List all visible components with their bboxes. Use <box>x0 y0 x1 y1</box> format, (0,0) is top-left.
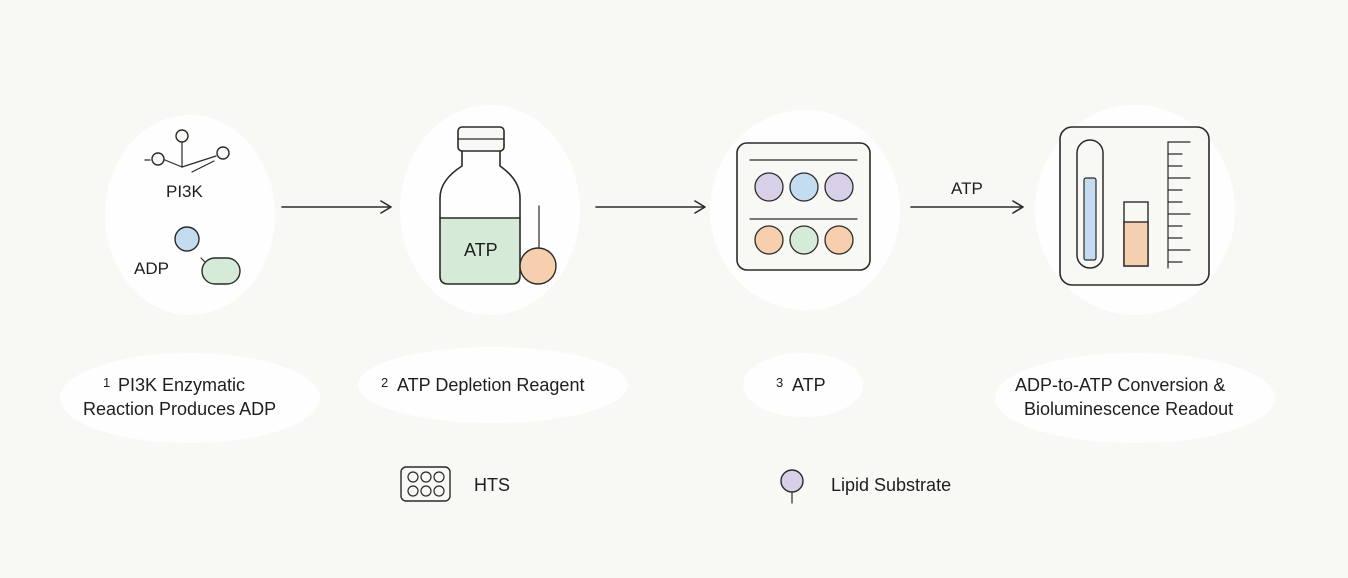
well-5 <box>789 225 819 255</box>
caption-1-line-2: Reaction Produces ADP <box>83 399 276 419</box>
legend-item-hts: HTS <box>400 466 510 502</box>
caption-4-line-2: Bioluminescence Readout <box>1024 399 1233 419</box>
arrow-3-label: ATP <box>951 179 983 198</box>
legend-item-lipid-substrate: Lipid Substrate <box>780 469 951 504</box>
caption-4-line-1: ADP-to-ATP Conversion & <box>1015 375 1225 395</box>
well-1 <box>754 172 784 202</box>
measurement-scale <box>1167 141 1191 269</box>
stage-3-well-plate-icon <box>736 142 871 271</box>
well-6 <box>824 225 854 255</box>
caption-3-line-1: ATP <box>792 375 826 395</box>
adp-molecule-icon <box>174 226 200 252</box>
bottle-atp-label: ATP <box>464 240 498 260</box>
caption-3-number: 3 <box>776 375 783 390</box>
caption-2-line-1: ATP Depletion Reagent <box>397 375 584 395</box>
caption-2-number: 2 <box>381 375 388 390</box>
caption-stage-3: 3 ATP <box>776 375 826 395</box>
caption-1-line-1: PI3K Enzymatic <box>118 375 245 395</box>
well-2 <box>789 172 819 202</box>
caption-stage-4: ADP-to-ATP Conversion & Bioluminescence … <box>1015 375 1233 419</box>
stage-2-reagent-bottle-icon: ATP <box>439 126 557 285</box>
caption-stage-1: 1 PI3K Enzymatic Reaction Produces ADP <box>83 375 276 419</box>
tube-fill <box>1083 177 1097 261</box>
adp-label: ADP <box>134 259 169 278</box>
stage-4-readout-panel-icon <box>1059 126 1210 286</box>
well-plate-icon <box>400 466 451 502</box>
arrow-3: ATP <box>910 179 1024 214</box>
arrow-1 <box>281 200 392 214</box>
stage-1-reaction-icon: PI3K ADP <box>134 129 241 285</box>
legend-label-hts: HTS <box>474 475 510 495</box>
pi3k-label: PI3K <box>166 182 204 201</box>
legend: HTS Lipid Substrate <box>400 466 951 504</box>
well-3 <box>824 172 854 202</box>
pi3k-molecule-icon <box>144 129 230 173</box>
caption-1-number: 1 <box>103 375 110 390</box>
well-4 <box>754 225 784 255</box>
dropper-bulb <box>519 247 557 285</box>
caption-stage-2: 2 ATP Depletion Reagent <box>381 375 584 395</box>
arrow-2 <box>595 200 706 214</box>
readout-bar-fill <box>1123 221 1149 267</box>
legend-label-lipid-substrate: Lipid Substrate <box>831 475 951 495</box>
lipid-substrate-icon <box>780 469 804 504</box>
substrate-capsule-icon <box>201 257 241 285</box>
